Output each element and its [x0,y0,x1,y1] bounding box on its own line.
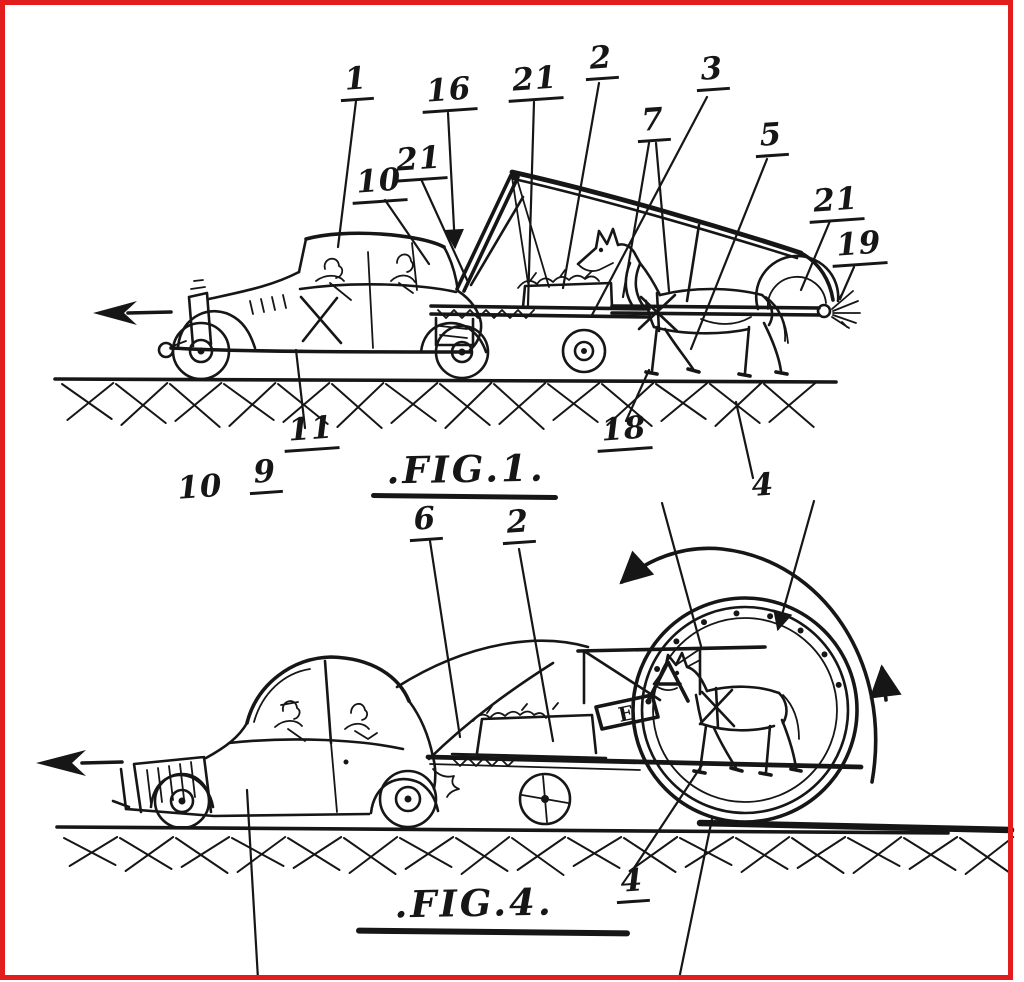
fig1-ref-label-18-14: 18 [595,409,653,453]
fig1-illustration [53,81,861,648]
fig1-passenger [390,253,416,294]
fig4-caption-text: .FIG.4. [394,879,554,927]
fig1-leader-lines [294,81,856,648]
fig1-trailer-wheel [561,328,607,374]
fig4-leader-lines [245,539,714,981]
fig4-ground [55,819,1015,876]
fig1-ref-label-21-4: 21 [506,59,564,103]
fig1-ref-label-10-13: 10 [176,467,224,507]
fig4-passenger [344,703,378,740]
fig4-car [111,639,590,830]
fig4-ref-label-4-2: 4 [614,862,650,905]
fig1-driver [315,257,352,301]
fig4-caption: .FIG.4. [394,880,554,927]
fig1-horse [576,227,789,378]
wheel-plaque-text: E [616,700,636,727]
fig1-car [157,231,490,381]
fig1-ref-label-3-7: 3 [694,50,730,93]
fig4-ref-label-2-1: 2 [500,503,536,546]
fig1-hay-box [517,269,614,309]
fig1-whip [831,290,861,329]
fig1-ref-label-2-5: 2 [583,39,619,82]
fig1-ref-label-21-9: 21 [807,180,865,224]
fig1-caption-text: .FIG.1. [386,445,546,493]
fig1-harness [637,291,679,333]
fig4-direction-arrow [36,750,124,776]
fig1-ground [53,377,838,430]
fig1-direction-arrow [93,301,173,325]
fig4-harness [698,686,736,730]
fig1-ref-label-1-0: 1 [338,60,374,103]
fig1-ref-label-10-3: 10 [350,161,408,205]
fig4-tread-wheel [576,596,859,824]
fig1-ref-label-11-11: 11 [282,409,340,453]
fig4-driver [274,700,306,742]
fig1-front-wheel [171,321,231,381]
fig1-boom-frame [455,169,840,311]
fig1-ref-label-19-10: 19 [830,224,888,268]
fig4-rear-wheel [378,769,438,829]
fig1-ref-label-5-8: 5 [753,116,789,159]
fig4-hay-box [472,702,598,755]
fig1-ref-label-16-1: 16 [420,70,478,114]
fig4-illustration: E [36,539,1015,981]
fig4-rotation-arrow [619,546,902,784]
fig4-ref-label-6-0: 6 [407,500,443,543]
fig4-roller-wheel [518,772,572,826]
fig1-ref-label-4-15: 4 [750,466,776,505]
fig1-ref-label-9-12: 9 [247,453,283,496]
fig1-rear-wheel [434,324,490,380]
fig4-wheel-plaque: E [594,693,660,731]
fig1-ref-label-7-6: 7 [635,101,671,144]
fig4-front-wheel [153,772,211,830]
fig1-caption: .FIG.1. [386,446,546,493]
fig4-horse [652,648,803,777]
